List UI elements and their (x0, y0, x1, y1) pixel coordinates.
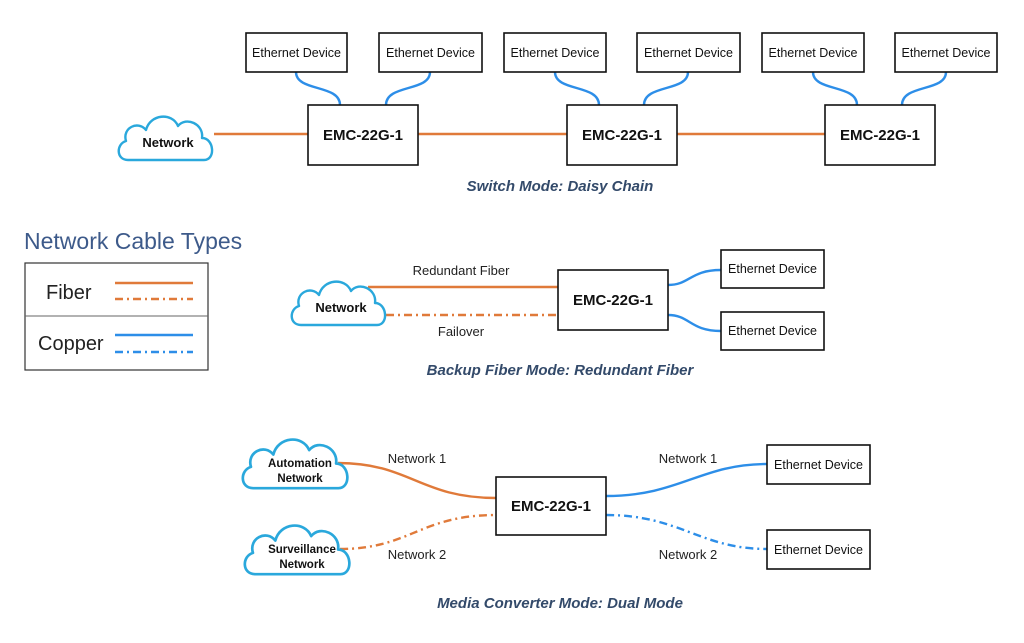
legend-fiber-label: Fiber (46, 282, 92, 304)
svg-text:Ethernet Device: Ethernet Device (769, 46, 858, 60)
svg-text:Ethernet Device: Ethernet Device (728, 262, 817, 276)
media-converter: EMC-22G-1 (495, 476, 607, 536)
ethernet-device: Ethernet Device (503, 32, 607, 73)
network-cloud: Network (290, 280, 387, 327)
ethernet-device: Ethernet Device (720, 311, 825, 351)
failover-label: Failover (438, 324, 485, 339)
network-cloud: Network (117, 115, 214, 162)
svg-text:Ethernet Device: Ethernet Device (386, 46, 475, 60)
backup-mode-section: Network Redundant Fiber Failover EMC-22G… (290, 249, 825, 379)
copper-cable (605, 462, 768, 498)
cloud-label: Network (142, 135, 194, 150)
redundant-fiber-label: Redundant Fiber (413, 263, 511, 278)
copper-cable-dashed (605, 513, 768, 551)
cloud-label-line: Network (279, 559, 325, 571)
svg-text:Ethernet Device: Ethernet Device (902, 46, 991, 60)
cable-label: Network 1 (659, 451, 718, 466)
copper-cable (900, 71, 948, 106)
cloud-label-line: Surveillance (268, 544, 336, 556)
ethernet-device: Ethernet Device (766, 444, 871, 485)
copper-cable (553, 71, 601, 106)
cable-legend: Network Cable Types Fiber Copper (24, 228, 242, 371)
copper-cable (667, 268, 722, 287)
media-converter: EMC-22G-1 (824, 104, 936, 166)
section-caption: Media Converter Mode: Dual Mode (437, 595, 683, 612)
ethernet-device: Ethernet Device (245, 32, 348, 73)
cable-label: Network 1 (388, 451, 447, 466)
section-caption: Backup Fiber Mode: Redundant Fiber (427, 362, 695, 379)
media-converter: EMC-22G-1 (566, 104, 678, 166)
ethernet-device: Ethernet Device (636, 32, 741, 73)
media-converter: EMC-22G-1 (557, 269, 669, 331)
ethernet-device: Ethernet Device (766, 529, 871, 570)
switch-mode-section: Network Ethernet Device Ethernet Device … (117, 32, 998, 195)
svg-text:Ethernet Device: Ethernet Device (511, 46, 600, 60)
ethernet-device: Ethernet Device (761, 32, 865, 73)
media-converter: EMC-22G-1 (307, 104, 419, 166)
legend-copper-label: Copper (38, 333, 104, 355)
ethernet-device: Ethernet Device (894, 32, 998, 73)
ethernet-device: Ethernet Device (378, 32, 483, 73)
dual-mode-section: Automation Network Surveillance Network … (241, 438, 871, 612)
svg-text:Ethernet Device: Ethernet Device (728, 324, 817, 338)
legend-title: Network Cable Types (24, 228, 242, 254)
cable-label: Network 2 (659, 547, 718, 562)
svg-text:EMC-22G-1: EMC-22G-1 (573, 292, 653, 309)
svg-text:EMC-22G-1: EMC-22G-1 (323, 127, 403, 144)
section-caption: Switch Mode: Daisy Chain (467, 178, 654, 195)
copper-cable (294, 71, 342, 106)
svg-text:Ethernet Device: Ethernet Device (644, 46, 733, 60)
fiber-cable (337, 461, 497, 500)
copper-cable (384, 71, 432, 106)
copper-cable (811, 71, 859, 106)
svg-text:EMC-22G-1: EMC-22G-1 (840, 127, 920, 144)
copper-cable (642, 71, 690, 106)
cloud-label-line: Automation (268, 458, 332, 470)
cloud-label: Network (315, 300, 367, 315)
fiber-cable-dashed (339, 513, 497, 551)
svg-text:EMC-22G-1: EMC-22G-1 (582, 127, 662, 144)
copper-cable (667, 313, 722, 333)
cloud-label-line: Network (277, 473, 323, 485)
svg-text:Ethernet Device: Ethernet Device (774, 458, 863, 472)
cable-label: Network 2 (388, 547, 447, 562)
ethernet-device: Ethernet Device (720, 249, 825, 289)
svg-text:Ethernet Device: Ethernet Device (774, 543, 863, 557)
svg-text:Ethernet Device: Ethernet Device (252, 46, 341, 60)
svg-text:EMC-22G-1: EMC-22G-1 (511, 498, 591, 515)
